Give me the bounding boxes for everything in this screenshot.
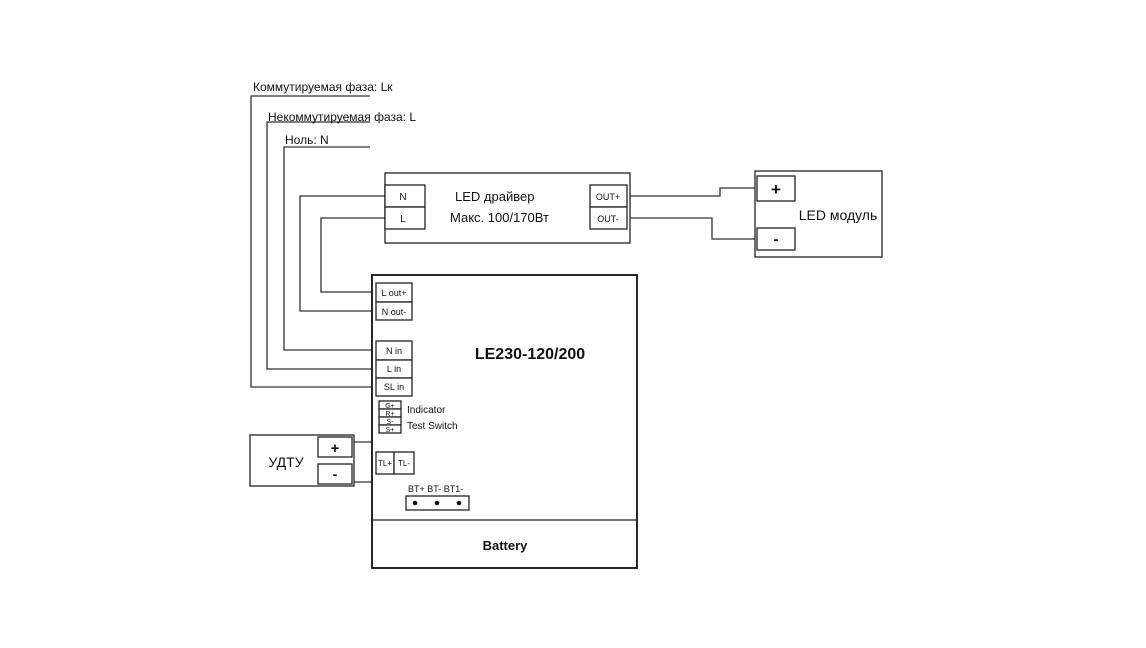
- battery-terminal-label: BT+ BT- BT1-: [408, 484, 463, 494]
- udtu-plus-terminal: [317, 436, 353, 458]
- indicator-pin-g-label: G+: [385, 403, 395, 410]
- wire-driver-l-to-l-out: [320, 217, 385, 293]
- udtu: + - УДТУ: [249, 434, 355, 487]
- terminal-n-in-label: N in: [386, 346, 402, 356]
- terminal-sl-in: [375, 377, 413, 397]
- wire-out-plus: [627, 187, 757, 197]
- wire-neutral: [283, 146, 376, 351]
- udtu-plus-label: +: [331, 440, 340, 457]
- unit-body: [371, 274, 638, 569]
- wire-driver-n-to-n-out: [299, 195, 385, 312]
- udtu-title: УДТУ: [268, 454, 303, 470]
- terminal-sl-in-label: SL in: [384, 382, 404, 392]
- unit-model: LE230-120/200: [475, 346, 585, 363]
- battery-pin-1: [412, 500, 418, 506]
- wire-unswitched-phase: [266, 121, 376, 370]
- emergency-unit: Battery LE230-120/200 L out+ N out- N in…: [371, 274, 638, 569]
- led-module-plus-terminal: [756, 175, 796, 202]
- udtu-minus-terminal: [317, 463, 353, 485]
- led-module-title: LED модуль: [799, 207, 878, 223]
- led-module: + - LED модуль: [754, 170, 883, 258]
- terminal-l-out-label: L out+: [382, 288, 407, 298]
- led-module-minus-label: -: [774, 231, 779, 248]
- led-module-minus-terminal: [756, 227, 796, 251]
- switch-pin-s-plus: [378, 424, 402, 434]
- led-driver-title: LED драйвер: [455, 189, 534, 204]
- terminal-l-in-label: L in: [387, 364, 401, 374]
- led-driver-box: [384, 172, 631, 244]
- terminal-n-out-label: N out-: [382, 307, 407, 317]
- driver-terminal-n-label: N: [399, 192, 406, 203]
- supply-wires: [250, 95, 757, 483]
- test-switch-label: Test Switch: [407, 421, 458, 432]
- switch-pin-s-minus-label: S-: [387, 419, 395, 426]
- terminal-tl-plus-label: TL+: [378, 459, 392, 468]
- udtu-minus-label: -: [333, 466, 338, 482]
- wire-switched-phase: [250, 95, 376, 388]
- terminal-n-out: [375, 301, 413, 321]
- driver-terminal-l-label: L: [400, 214, 406, 225]
- led-module-plus-label: +: [771, 180, 781, 199]
- driver-out-minus-terminal: [589, 206, 628, 230]
- driver-terminal-l: [384, 206, 426, 230]
- unswitched-phase-label: Некоммутируемая фаза: L: [268, 110, 416, 124]
- led-driver: N L LED драйвер Макс. 100/170Вт OUT+ OUT…: [384, 172, 631, 244]
- wire-out-minus: [627, 217, 757, 240]
- terminal-tl-minus-label: TL-: [398, 459, 410, 468]
- battery-label: Battery: [483, 538, 529, 553]
- driver-out-plus-label: OUT+: [596, 192, 620, 202]
- neutral-label: Ноль: N: [285, 133, 329, 147]
- battery-pin-3: [456, 500, 462, 506]
- battery-pin-2: [434, 500, 440, 506]
- terminal-tl-minus: [393, 451, 415, 475]
- switch-pin-s-plus-label: S+: [386, 427, 395, 434]
- switched-phase-label: Коммутируемая фаза: Lк: [253, 80, 393, 94]
- driver-out-minus-label: OUT-: [597, 214, 619, 224]
- indicator-label: Indicator: [407, 405, 446, 416]
- led-driver-subtitle: Макс. 100/170Вт: [450, 210, 549, 225]
- indicator-pin-r-label: R+: [385, 411, 394, 418]
